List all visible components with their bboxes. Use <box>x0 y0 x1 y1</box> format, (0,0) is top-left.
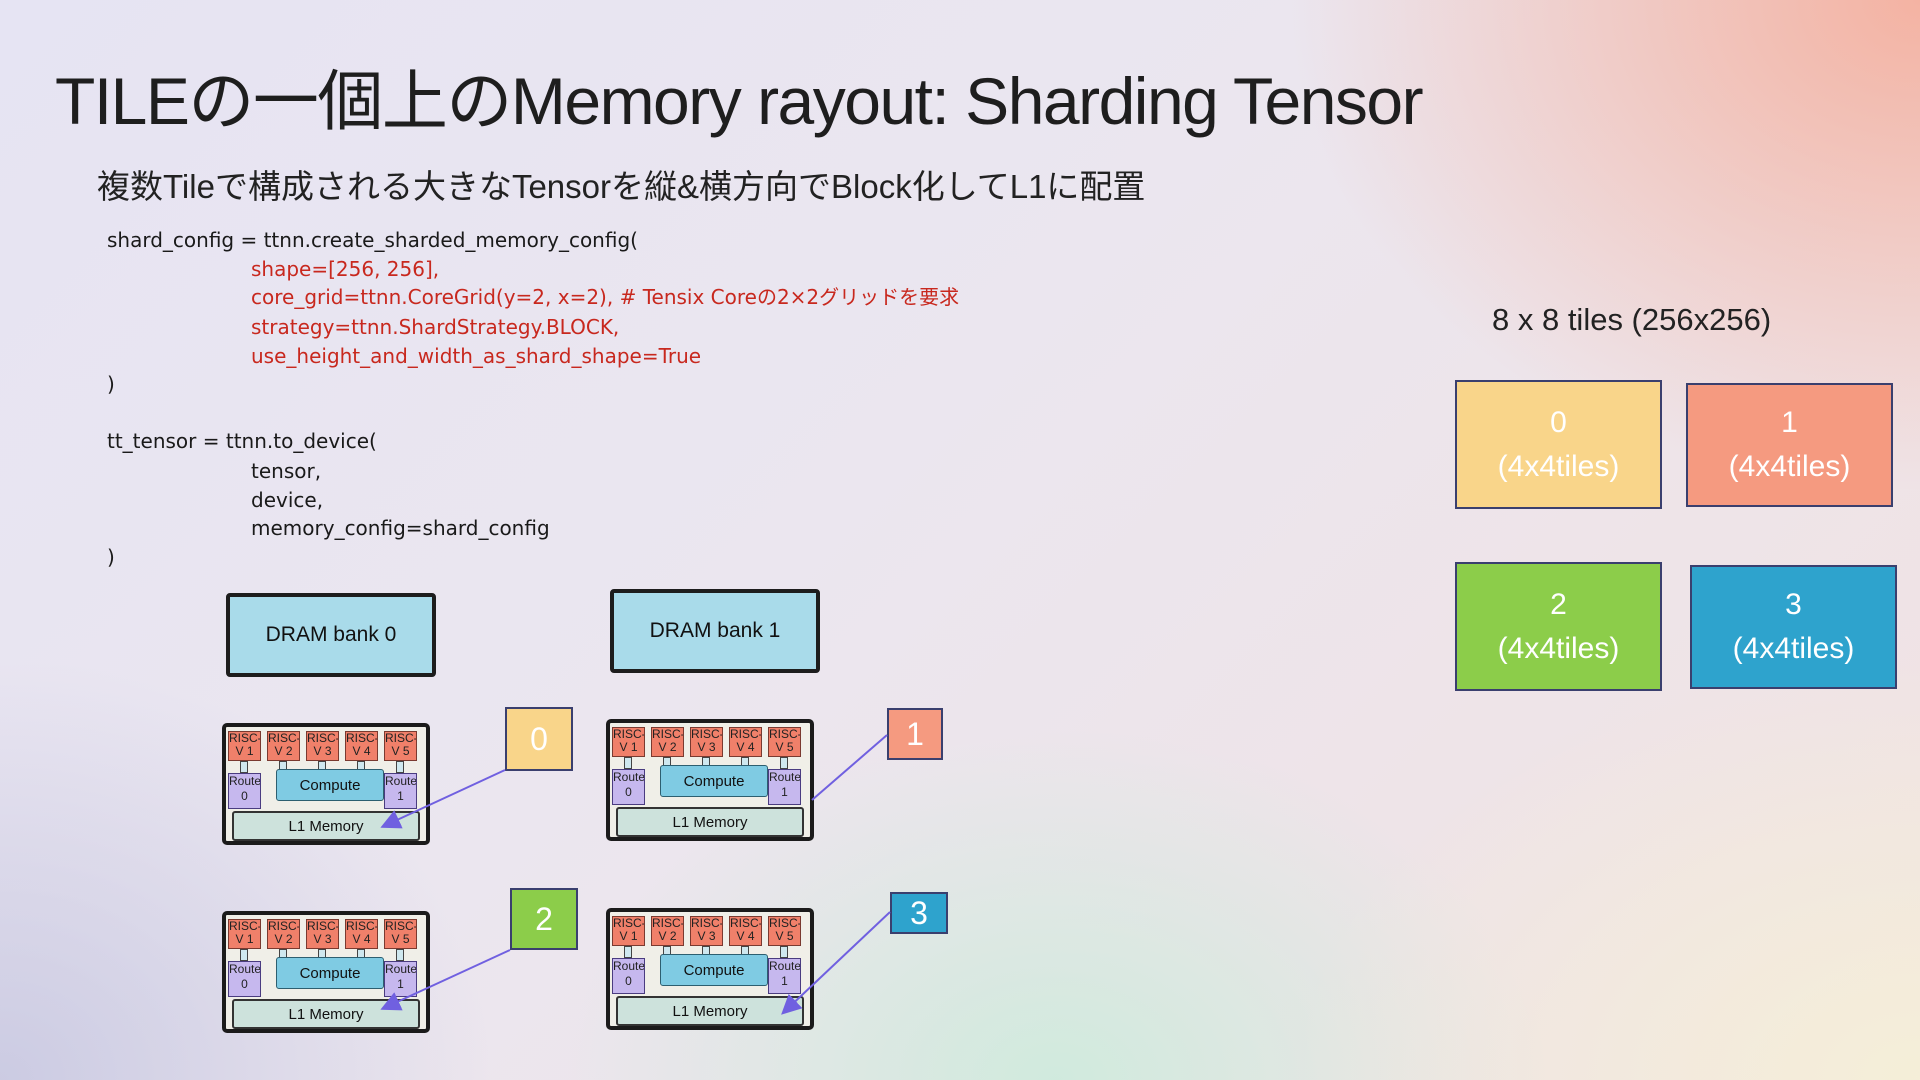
tiles-heading: 8 x 8 tiles (256x256) <box>1492 302 1772 337</box>
risc-v-core: RISC-V 4 <box>345 731 378 761</box>
tile-block-id: 0 <box>1550 405 1567 439</box>
tile-block-id: 3 <box>1785 588 1802 621</box>
tile-block-id: 2 <box>1550 587 1567 621</box>
risc-v-core: RISC-V 5 <box>384 731 417 761</box>
code-line: shape=[256, 256], <box>251 257 440 281</box>
router: Router 0 <box>228 773 261 809</box>
slide-subtitle: 複数Tileで構成される大きなTensorを縦&横方向でBlock化してL1に配… <box>97 168 1146 205</box>
tile-block-desc: (4x4tiles) <box>1728 450 1851 483</box>
risc-connector <box>396 949 404 961</box>
risc-v-core: RISC-V 4 <box>729 727 762 757</box>
risc-v-core: RISC-V 1 <box>228 919 261 949</box>
shard-label-3: 3 <box>890 892 948 934</box>
risc-v-core: RISC-V 4 <box>345 919 378 949</box>
tile-block-3: 3 (4x4tiles) <box>1690 565 1897 689</box>
compute-unit: Compute <box>276 769 384 801</box>
shard-label-0: 0 <box>505 707 573 771</box>
risc-v-core: RISC-V 1 <box>612 727 645 757</box>
l1-memory: L1 Memory <box>616 996 804 1026</box>
tile-block-desc: (4x4tiles) <box>1497 449 1620 483</box>
shard-label-1: 1 <box>887 708 943 760</box>
risc-v-core: RISC-V 2 <box>267 731 300 761</box>
compute-unit: Compute <box>660 765 768 797</box>
router: Router 0 <box>612 958 645 994</box>
compute-unit: Compute <box>276 957 384 989</box>
tile-block-2: 2 (4x4tiles) <box>1455 562 1662 691</box>
code-line: shard_config = ttnn.create_sharded_memor… <box>107 228 638 252</box>
risc-v-core: RISC-V 5 <box>384 919 417 949</box>
code-line: memory_config=shard_config <box>251 516 550 540</box>
dram-bank-1: DRAM bank 1 <box>610 589 820 673</box>
code-line: core_grid=ttnn.CoreGrid(y=2, x=2), # Ten… <box>251 285 960 309</box>
risc-v-core: RISC-V 3 <box>306 919 339 949</box>
risc-connector <box>240 761 248 773</box>
tile-block-desc: (4x4tiles) <box>1497 631 1620 665</box>
risc-v-core: RISC-V 4 <box>729 916 762 946</box>
code-line: device, <box>251 488 324 512</box>
slide-title: TILEの一個上のMemory rayout: Sharding Tensor <box>55 64 1424 138</box>
router: Router 1 <box>384 961 417 997</box>
risc-v-core: RISC-V 5 <box>768 916 801 946</box>
risc-v-core: RISC-V 3 <box>690 727 723 757</box>
router: Router 0 <box>228 961 261 997</box>
router: Router 1 <box>768 958 801 994</box>
code-line: tt_tensor = ttnn.to_device( <box>107 429 377 453</box>
risc-v-core: RISC-V 2 <box>651 916 684 946</box>
code-line: ) <box>107 372 115 396</box>
l1-memory: L1 Memory <box>616 807 804 837</box>
risc-connector <box>624 757 632 769</box>
shard-label-2: 2 <box>510 888 578 950</box>
risc-v-core: RISC-V 5 <box>768 727 801 757</box>
code-line: tensor, <box>251 459 322 483</box>
risc-connector <box>240 949 248 961</box>
code-line: strategy=ttnn.ShardStrategy.BLOCK, <box>251 315 620 339</box>
risc-v-core: RISC-V 2 <box>651 727 684 757</box>
risc-connector <box>396 761 404 773</box>
code-line: use_height_and_width_as_shard_shape=True <box>251 344 702 368</box>
arrow-1 <box>811 734 888 801</box>
risc-v-core: RISC-V 3 <box>690 916 723 946</box>
dram-bank-0: DRAM bank 0 <box>226 593 436 677</box>
risc-v-core: RISC-V 1 <box>612 916 645 946</box>
risc-v-core: RISC-V 2 <box>267 919 300 949</box>
router: Router 0 <box>612 769 645 805</box>
risc-connector <box>624 946 632 958</box>
risc-connector <box>780 946 788 958</box>
risc-v-core: RISC-V 1 <box>228 731 261 761</box>
tile-block-id: 1 <box>1781 406 1798 439</box>
router: Router 1 <box>768 769 801 805</box>
tile-block-1: 1 (4x4tiles) <box>1686 383 1893 507</box>
router: Router 1 <box>384 773 417 809</box>
tile-block-desc: (4x4tiles) <box>1732 632 1855 665</box>
risc-connector <box>780 757 788 769</box>
l1-memory: L1 Memory <box>232 999 420 1029</box>
code-line: ) <box>107 545 115 569</box>
compute-unit: Compute <box>660 954 768 986</box>
l1-memory: L1 Memory <box>232 811 420 841</box>
tile-block-0: 0 (4x4tiles) <box>1455 380 1662 509</box>
risc-v-core: RISC-V 3 <box>306 731 339 761</box>
